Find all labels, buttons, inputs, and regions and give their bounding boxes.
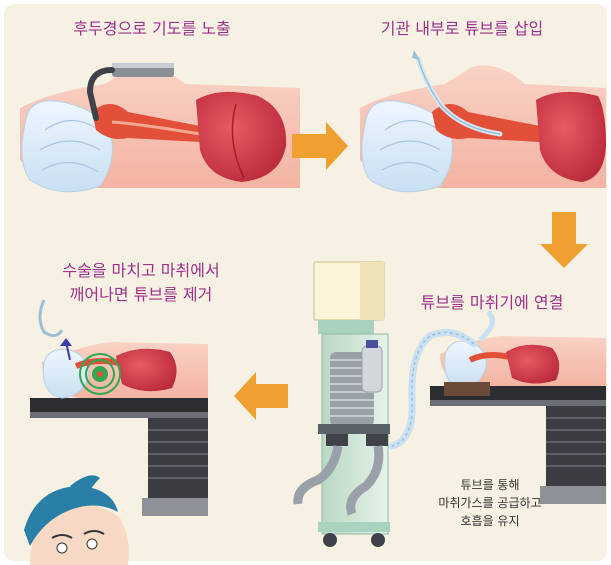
step2-caption: 기관 내부로 튜브를 삽입 [352,18,572,40]
step4-caption-line2: 깨어나면 튜브를 제거 [36,284,246,306]
anesthesia-machine [298,262,390,547]
step4-caption-line1: 수술을 마치고 마취에서 [36,260,246,282]
patient-extubated [40,300,208,398]
note-line1: 튜브를 통해 [410,476,570,494]
step3-caption: 튜브를 마취기에 연결 [392,292,592,314]
patient-head-laryngoscope [20,63,300,192]
note-line3: 호흡을 유지 [410,512,570,530]
cartoon-character [24,475,129,565]
arrow-left [234,372,288,420]
patient-head-tube-insertion [360,50,606,192]
step1-caption: 후두경으로 기도를 노출 [52,18,252,40]
arrow-right-1 [292,122,348,170]
arrow-down [540,212,588,268]
note-line2: 마취가스를 공급하고 [410,494,570,512]
